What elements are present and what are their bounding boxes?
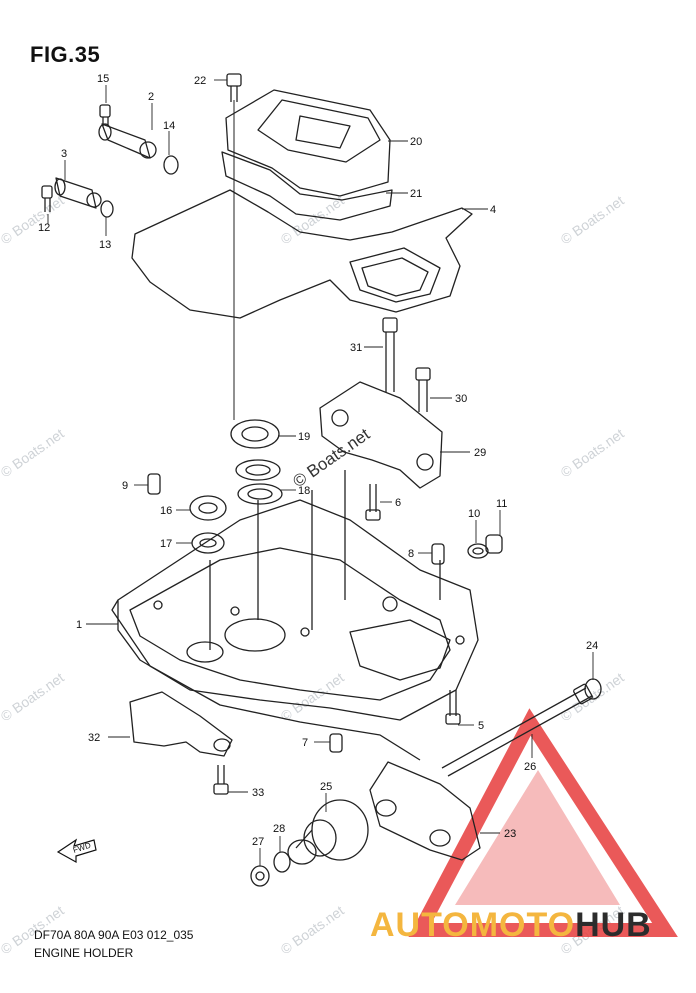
watermark: © Boats.net: [0, 192, 67, 247]
callout-16: 16: [160, 505, 172, 517]
callout-10: 10: [468, 508, 480, 520]
part-4-gasket: [131, 189, 473, 319]
part-10-o-ring: [467, 543, 489, 559]
part-29-bracket: [319, 381, 443, 489]
part-19-oil-seal: [230, 419, 280, 449]
callout-1: 1: [76, 619, 82, 631]
callout-19: 19: [298, 431, 310, 443]
callout-33: 33: [252, 787, 264, 799]
brand-part1: AUTOMOTO: [370, 906, 576, 944]
callout-7: 7: [302, 737, 308, 749]
part-21-gasket: [221, 151, 393, 221]
callout-27: 27: [252, 836, 264, 848]
callout-9: 9: [122, 480, 128, 492]
watermark: © Boats.net: [558, 425, 627, 480]
part-2-sleeve: [98, 123, 157, 159]
part-9-dowel-pin: [147, 473, 161, 495]
parts-artwork: [41, 73, 602, 887]
callout-31: 31: [350, 342, 362, 354]
leader-lines: [47, 79, 594, 866]
callout-24: 24: [586, 640, 598, 652]
part-14-o-ring: [163, 155, 179, 175]
forward-arrow-icon: FWD: [56, 838, 97, 864]
callout-13: 13: [99, 239, 111, 251]
callout-25: 25: [320, 781, 332, 793]
part-7-dowel-pin: [329, 733, 343, 753]
callout-21: 21: [410, 188, 422, 200]
watermark: © Boats.net: [278, 669, 347, 724]
callout-8: 8: [408, 548, 414, 560]
watermark: © Boats.net: [0, 425, 67, 480]
brand-logo: AUTOMOTOHUB: [370, 906, 652, 945]
part-13-o-ring: [100, 200, 114, 218]
watermark: © Boats.net: [558, 192, 627, 247]
part-17-seal: [191, 532, 225, 554]
callout-23: 23: [504, 828, 516, 840]
part-31-bolt: [382, 317, 398, 392]
part-12-bolt: [41, 185, 53, 212]
part-8-dowel-pin: [431, 543, 445, 565]
callout-26: 26: [524, 761, 536, 773]
brand-triangle-logo: [408, 708, 678, 937]
part-5-bolt: [445, 690, 461, 725]
watermark: © Boats.net: [278, 902, 347, 957]
callout-11: 11: [496, 498, 507, 510]
part-3-sleeve: [54, 177, 102, 209]
callout-20: 20: [410, 136, 422, 148]
part-16-seal: [189, 495, 227, 521]
part-32-bracket: [129, 691, 233, 757]
part-26-through-bolt: [441, 683, 593, 777]
part-27-nut: [250, 865, 270, 887]
callout-32: 32: [88, 732, 100, 744]
watermark: © Boats.net: [0, 669, 67, 724]
callout-22: 22: [194, 75, 206, 87]
figure-title: FIG.35: [30, 42, 101, 67]
figure-code: DF70A 80A 90A E03 012_035: [34, 928, 194, 942]
part-20-cover: [225, 89, 391, 197]
callout-14: 14: [163, 120, 175, 132]
part-25-rubber-mount: [287, 799, 369, 865]
part-23-mount-holder: [369, 761, 481, 861]
part-30-bolt: [415, 367, 431, 412]
callout-15: 15: [97, 73, 109, 85]
callout-12: 12: [38, 222, 50, 234]
figure-name: ENGINE HOLDER: [34, 946, 134, 960]
part-33-bolt: [213, 765, 229, 795]
callout-17: 17: [160, 538, 172, 550]
callout-5: 5: [478, 720, 484, 732]
brand-part2: HUB: [575, 906, 652, 944]
part-1-engine-holder: [117, 499, 479, 721]
part-11-plug: [485, 534, 503, 554]
part-28-washer: [273, 851, 291, 873]
callout-18: 18: [298, 485, 310, 497]
callout-28: 28: [273, 823, 285, 835]
part-18-o-ring: [235, 459, 281, 481]
part-6-bolt: [365, 484, 381, 521]
callout-labels: 15 2 14 3 12 13 22 20 21 4 31 30 19 18 2…: [38, 73, 598, 848]
callout-6: 6: [395, 497, 401, 509]
callout-3: 3: [61, 148, 67, 160]
part-15-bolt: [99, 104, 111, 126]
callout-4: 4: [490, 204, 496, 216]
callout-29: 29: [474, 447, 486, 459]
part-22-bolt: [226, 73, 242, 102]
callout-30: 30: [455, 393, 467, 405]
callout-2: 2: [148, 91, 154, 103]
